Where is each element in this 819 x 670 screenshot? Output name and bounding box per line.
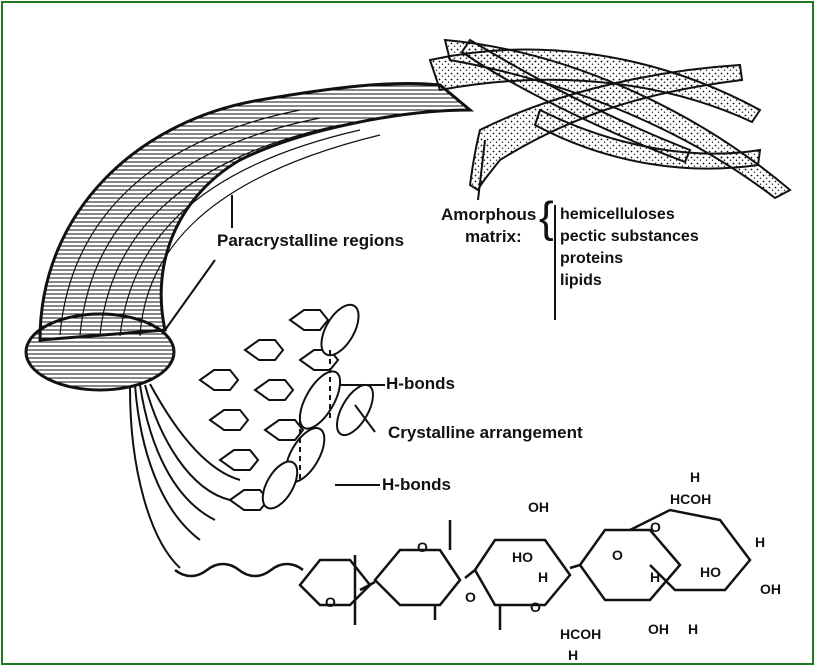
amorphous-matrix-fibrils: [430, 40, 790, 198]
chem-ho-ring: HO: [700, 565, 721, 579]
matrix-component-1: hemicelluloses: [560, 204, 675, 226]
matrix-component-4: lipids: [560, 270, 602, 292]
chem-o-5: O: [650, 520, 661, 534]
chem-o-1: O: [417, 540, 428, 554]
chem-oh-bottom-1: OH: [648, 622, 669, 636]
matrix-component-3: proteins: [560, 248, 623, 270]
crystalline-chains: [200, 299, 380, 514]
label-paracrystalline-regions: Paracrystalline regions: [217, 232, 404, 249]
chem-h-top: H: [690, 470, 700, 484]
chem-h-bottom-2: H: [688, 622, 698, 636]
chem-o-2: O: [325, 595, 336, 609]
chem-o-6: O: [465, 590, 476, 604]
chem-oh-ring-right: OH: [760, 582, 781, 596]
chem-o-4: O: [612, 548, 623, 562]
chem-o-3: O: [530, 600, 541, 614]
matrix-component-2: pectic substances: [560, 226, 699, 248]
chem-h-ring: H: [755, 535, 765, 549]
chem-ho-1: HO: [512, 550, 533, 564]
chem-h-ring-left: H: [650, 570, 660, 584]
fiber-cross-section: [26, 314, 174, 390]
label-amorphous-line1: Amorphous: [441, 206, 536, 223]
chem-h-1: H: [538, 570, 548, 584]
chem-hcoh-bottom: HCOH: [560, 627, 601, 641]
label-crystalline-arrangement: Crystalline arrangement: [388, 424, 583, 441]
fiber-bundle: [40, 83, 470, 340]
chem-hcoh-top: HCOH: [670, 492, 711, 506]
label-h-bonds-bottom: H-bonds: [382, 476, 451, 493]
label-h-bonds-top: H-bonds: [386, 375, 455, 392]
chem-h-bottom: H: [568, 648, 578, 662]
chem-oh-1: OH: [528, 500, 549, 514]
label-amorphous-line2: matrix:: [465, 228, 522, 245]
brace-icon: {: [539, 196, 554, 240]
glucose-chain: [175, 510, 750, 630]
